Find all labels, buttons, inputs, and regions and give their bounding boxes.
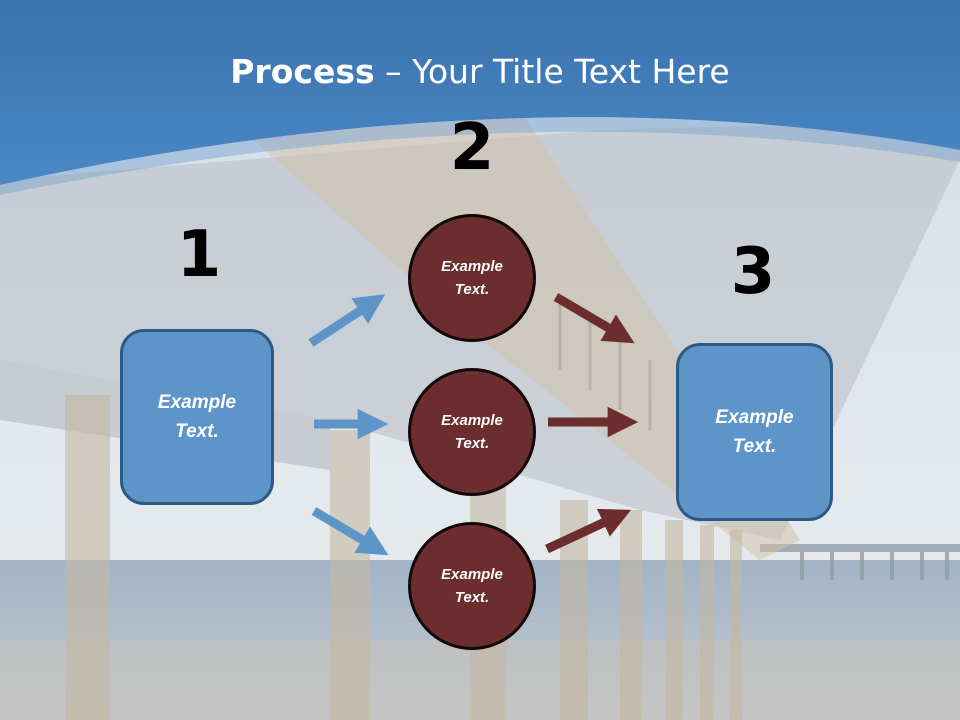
step-2-text-bottom: Example Text. <box>441 566 503 606</box>
arrow-2a-to-3 <box>553 293 635 344</box>
step-3-text: Example Text. <box>715 407 794 457</box>
step-1-text: Example Text. <box>157 392 237 442</box>
title-bold: Process <box>230 52 375 91</box>
arrow-2c-to-3 <box>545 508 632 554</box>
arrow-1-to-2a <box>308 294 386 347</box>
step-2-circle-bottom: Example Text. <box>408 522 536 650</box>
step-2-text-middle: Example Text. <box>441 412 503 452</box>
step-number-3: 3 <box>730 235 776 309</box>
slide-title: Process – Your Title Text Here <box>0 52 960 91</box>
step-3-box: Example Text. <box>676 343 833 521</box>
step-2-text-top: Example Text. <box>441 258 503 298</box>
step-number-1: 1 <box>176 218 222 292</box>
step-2-circle-middle: Example Text. <box>408 368 536 496</box>
step-2-circle-top: Example Text. <box>408 214 536 342</box>
step-number-2: 2 <box>449 111 495 185</box>
step-1-box: Example Text. <box>120 329 274 505</box>
title-rest: – Your Title Text Here <box>374 52 730 91</box>
arrow-1-to-2c <box>311 507 389 556</box>
